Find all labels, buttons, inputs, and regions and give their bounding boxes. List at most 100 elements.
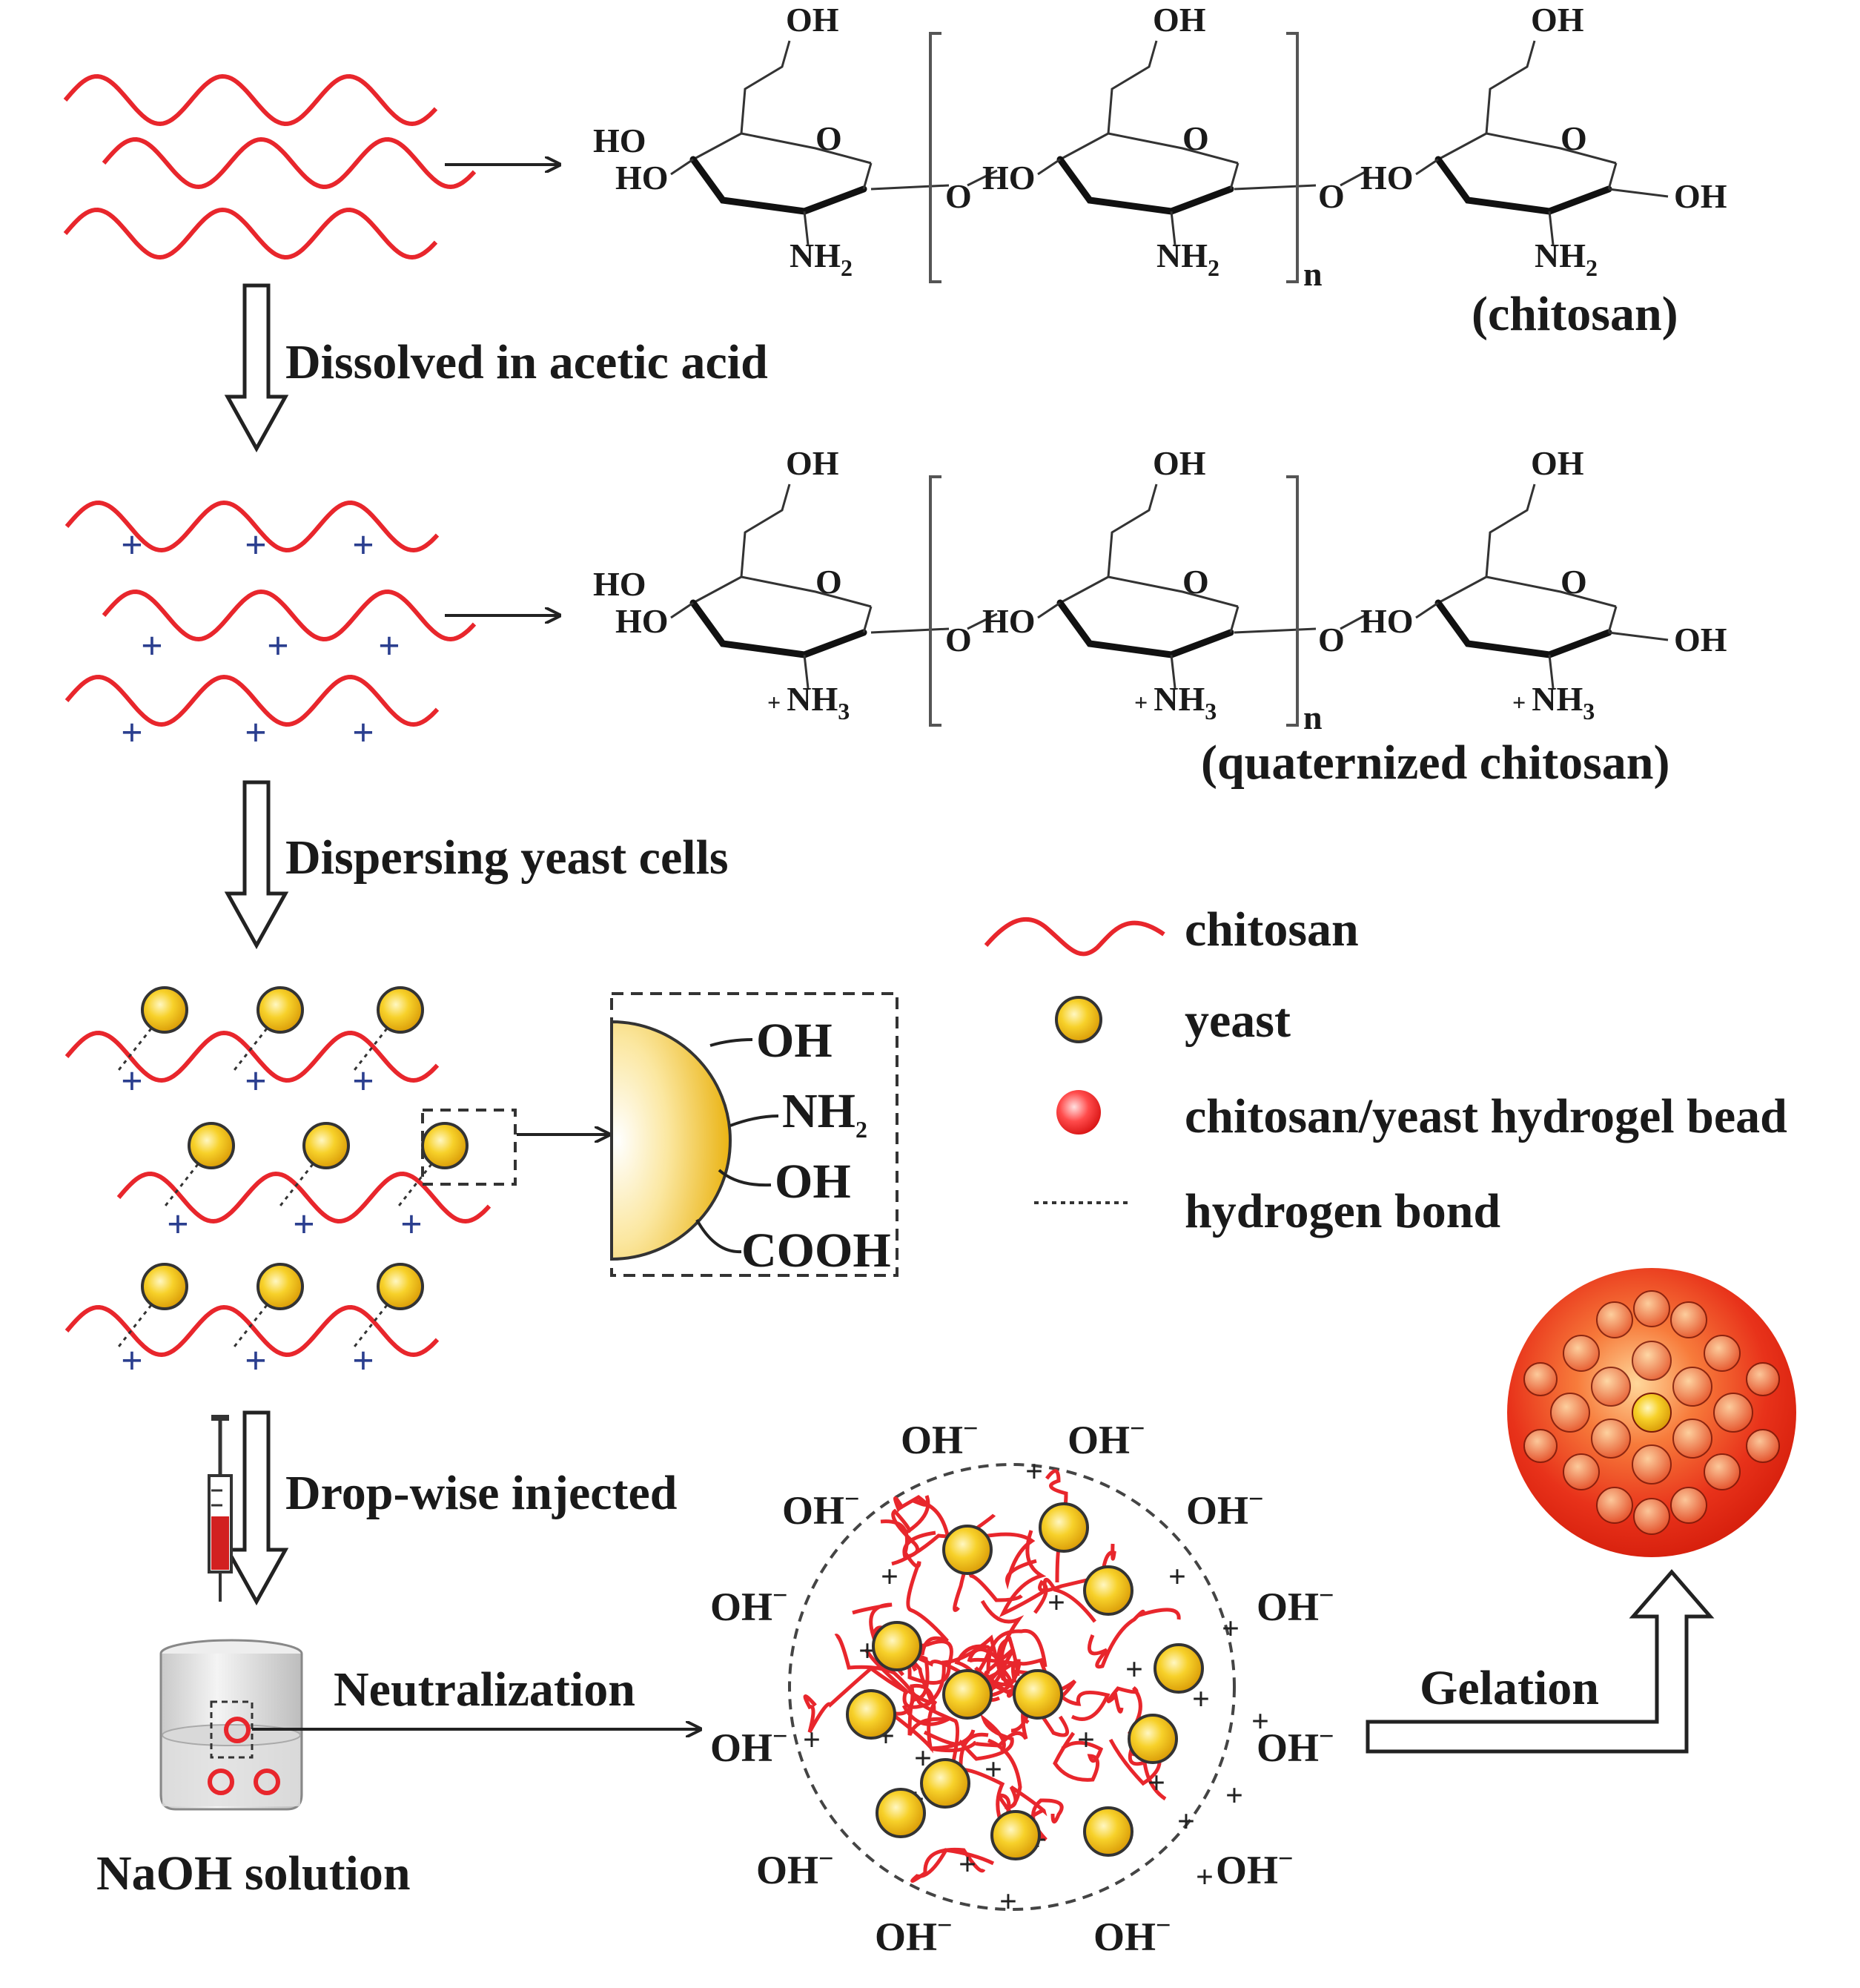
network-charge: + [1225, 1779, 1243, 1813]
yeast-cell [188, 1122, 235, 1169]
bead-cell [1670, 1301, 1707, 1338]
bead-cell [1632, 1341, 1672, 1381]
terminal-ho-label: HO [593, 565, 646, 603]
network-charge: + [1077, 1723, 1095, 1757]
chitosan-name-label: (chitosan) [1472, 287, 1678, 341]
chitosan-chain-3 [63, 207, 438, 260]
ho-label: HO [982, 159, 1036, 197]
surface-cooh: COOH [741, 1223, 891, 1278]
hydrogen-bond [351, 1304, 388, 1350]
glycosidic-o-label: O [945, 621, 972, 658]
positive-charge: + [352, 524, 374, 567]
glycosidic-o-label: O [945, 177, 972, 215]
bead-cell [1704, 1335, 1741, 1372]
legend: chitosan yeast chitosan/yeast hydrogel b… [984, 902, 1787, 1238]
glycosidic-o-label: O [1318, 177, 1345, 215]
hydrogen-bond [351, 1028, 388, 1074]
hydrogel-bead-cells [1523, 1290, 1780, 1535]
yeast-chitosan-chains-group [64, 1030, 492, 1358]
bead-cell [1596, 1487, 1633, 1524]
chemical-structures-group: HOOHOHONH2OOHOHONH2OOHOHONH2OHnHOOHOHO+ … [593, 1, 1727, 736]
network-yeast-cell [1083, 1565, 1133, 1616]
network-yeast-cell [990, 1810, 1041, 1860]
yeast-row-charges-group: +++++++++ [121, 1060, 423, 1382]
positive-charge: + [352, 1060, 374, 1103]
legend-label-hbond: hydrogen bond [1185, 1184, 1500, 1238]
network-chain [803, 1665, 910, 1734]
hydrogel-bead-icon [1056, 1090, 1101, 1135]
repeat-bracket-left [929, 475, 941, 727]
glycosidic-o-label: O [1318, 621, 1345, 658]
charged-chitosan-chains-group [64, 500, 477, 727]
bead-in-beaker-1 [224, 1717, 251, 1743]
bead-cell [1563, 1335, 1600, 1372]
chitosan-chains-group [63, 73, 477, 260]
network-yeast-cell [876, 1788, 926, 1838]
network-charge: + [1148, 1766, 1165, 1800]
hydrogen-bond [395, 1163, 433, 1209]
network-charge: + [1222, 1612, 1240, 1646]
oh-label: OH [1531, 444, 1584, 482]
disperse-step-label: Dispersing yeast cells [285, 830, 729, 885]
positive-charge: + [400, 1203, 423, 1246]
hydrogen-bond [231, 1028, 268, 1074]
yeast-cell [377, 1263, 424, 1310]
network-yeast-cell [872, 1621, 922, 1671]
inject-arrow [224, 1410, 289, 1606]
network-chain [1053, 1731, 1104, 1782]
repeat-bracket-left [929, 32, 941, 283]
dissolve-arrow [224, 283, 289, 453]
hydroxide-ions-group: OH−OH−OH−OH−OH−OH−OH−OH−OH−OH−OH−OH− [710, 1413, 1334, 1959]
positive-charges-group: +++++++++ [121, 524, 400, 754]
ho-label: HO [615, 159, 669, 197]
network-charge: + [1251, 1705, 1269, 1739]
legend-label-yeast: yeast [1185, 994, 1291, 1048]
hydrogen-bond [115, 1028, 153, 1074]
network-charge: + [1177, 1805, 1195, 1839]
charged-chain-3 [64, 674, 440, 727]
ring-o-label: O [1182, 119, 1209, 157]
hydroxide-ion: OH− [1257, 1721, 1334, 1770]
network-chain [910, 1847, 995, 1883]
network-charge: + [999, 1885, 1017, 1919]
network-yeast-cell [920, 1758, 970, 1809]
positive-charge: + [293, 1203, 315, 1246]
chitosan-chain-2 [102, 136, 477, 190]
amine-label: NH2 [1535, 237, 1598, 281]
amine-label: + NH3 [767, 680, 850, 724]
oh-label: OH [1153, 444, 1206, 482]
surface-oh-1: OH [756, 1014, 833, 1068]
oh-label: OH [1531, 1, 1584, 39]
network-charge: + [959, 1848, 976, 1882]
charged-chain-2 [102, 589, 477, 642]
network-yeast-cell [1013, 1669, 1063, 1720]
bead-cell [1633, 1290, 1670, 1327]
ho-label: HO [982, 602, 1036, 640]
yeast-cell [302, 1122, 350, 1169]
legend-label-bead: chitosan/yeast hydrogel bead [1185, 1089, 1787, 1143]
bead-cell [1746, 1362, 1780, 1396]
legend-label-chitosan: chitosan [1185, 902, 1359, 957]
amine-label: NH2 [790, 237, 853, 281]
hydroxide-ion: OH− [1216, 1843, 1294, 1892]
bead-cell [1632, 1393, 1672, 1433]
hydrogen-bonds-group [115, 1028, 433, 1350]
yeast-cell [141, 986, 188, 1034]
bead-cell [1550, 1393, 1590, 1433]
hydroxide-ion: OH− [782, 1484, 860, 1533]
yeast-cell [257, 1263, 304, 1310]
network-charge: + [1125, 1653, 1143, 1687]
bead-cell [1632, 1444, 1672, 1485]
amine-label: + NH3 [1134, 680, 1217, 724]
network-chain [901, 1654, 954, 1737]
terminal-ho-label: HO [593, 122, 646, 159]
repeat-bracket-right [1286, 475, 1299, 727]
positive-charge: + [245, 712, 267, 754]
bead-cell [1672, 1419, 1712, 1459]
positive-charge: + [352, 712, 374, 754]
network-charge: + [1168, 1560, 1186, 1594]
